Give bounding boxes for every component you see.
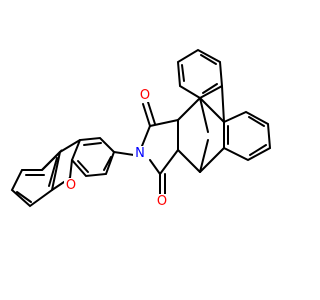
bond	[200, 54, 217, 65]
bond	[249, 144, 267, 156]
dibenzofuran-ring-right	[70, 136, 116, 178]
bond	[149, 159, 161, 175]
dibenzofuran-ring-left	[10, 148, 62, 208]
bond	[113, 151, 135, 156]
bond	[199, 97, 225, 123]
n-aryl-bond	[113, 151, 135, 156]
benzene-ring-upper	[176, 48, 224, 100]
imide-ring	[141, 101, 179, 195]
bond	[103, 156, 112, 171]
ring-bridge	[221, 85, 225, 123]
bond	[177, 149, 201, 173]
bond	[248, 116, 265, 127]
bond	[141, 125, 151, 147]
atom-o-symbol: O	[140, 88, 150, 103]
ring-outline	[10, 148, 62, 208]
atom-label-n: N	[133, 146, 147, 161]
molecule-diagram: O O N O	[10, 48, 272, 209]
bond	[177, 97, 201, 121]
bond	[16, 191, 32, 203]
bond	[181, 64, 185, 82]
benzene-ring-right	[223, 110, 272, 162]
bond	[199, 147, 225, 173]
atom-o-symbol: O	[157, 194, 167, 209]
bond	[149, 119, 179, 127]
bond	[147, 101, 156, 125]
bond	[159, 149, 179, 175]
bond	[69, 159, 73, 179]
bond	[221, 85, 225, 123]
bond	[142, 103, 151, 127]
bond	[83, 142, 102, 146]
bicyclic-framework	[177, 97, 225, 173]
ring-outline	[223, 110, 272, 162]
ring-outline	[176, 48, 224, 100]
bond	[202, 83, 218, 94]
atom-o-symbol: O	[66, 178, 76, 193]
bond	[199, 97, 209, 133]
atom-label-o-upper: O	[138, 88, 152, 103]
atom-label-o-furan: O	[64, 178, 78, 193]
bond	[59, 139, 81, 153]
atom-n-symbol: N	[135, 146, 145, 161]
bond	[77, 160, 89, 173]
bond	[199, 139, 209, 173]
atom-label-o-lower: O	[155, 194, 169, 209]
bond	[48, 157, 58, 187]
structure-canvas: O O N O	[10, 48, 272, 209]
